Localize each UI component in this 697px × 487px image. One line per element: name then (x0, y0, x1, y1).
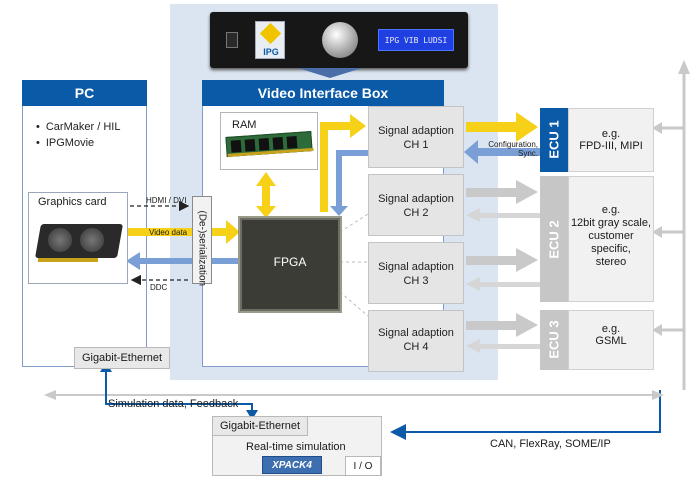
fpga-ch1-bar-v (320, 128, 328, 212)
graphics-card-label: Graphics card (38, 196, 107, 208)
io-label: I / O (345, 456, 381, 476)
ram-fpga-up (256, 172, 276, 186)
bus-ecu1-arrow (652, 122, 662, 134)
ch1-fpga-blue-h (336, 150, 370, 156)
ecu-3-bar (540, 310, 568, 370)
vib-device-image: IPG IPG VIB LUDSI (210, 12, 468, 68)
ch2-ecu2-arrow (516, 180, 538, 204)
channel-2-box (368, 174, 464, 236)
ecu1-ch1-blue (476, 148, 540, 156)
fpga-label: FPGA (273, 255, 307, 269)
deserialization-label: (De-)serialization (196, 210, 208, 287)
fpga-ch2-line (339, 213, 369, 233)
ecu2-ch3-bar (478, 282, 540, 287)
ch1-ecu1-bar (466, 122, 518, 132)
ecu3-ch4-bar (478, 344, 540, 349)
display-text: IPG VIB LUDSI (384, 36, 448, 45)
ecu-3-desc: e.g. GSML (595, 323, 627, 347)
ecu2-ch2-arrow (466, 208, 480, 222)
ecu-2-label: ECU 2 (546, 220, 562, 259)
ipg-logo-icon: IPG (255, 21, 285, 59)
brand-label: IPG (263, 47, 279, 57)
deserialization-box (192, 196, 212, 284)
fpga-chip (240, 218, 340, 311)
ch1-ecu1-arrow (516, 112, 538, 142)
sim-arrow-right (652, 390, 664, 400)
channel-1-label: Signal adaption CH 1 (378, 125, 454, 151)
can-bus-path (390, 390, 661, 440)
ch2-ecu2-bar (466, 188, 518, 197)
ecu2-ch3-arrow (466, 277, 480, 291)
ecu-1-label: ECU 1 (546, 120, 562, 159)
ch4-ecu3-bar (466, 321, 518, 330)
xpack4-logo: XPACK4 (262, 456, 322, 474)
ddc-bar-pc (140, 258, 192, 264)
ecu-1-bar (540, 108, 568, 172)
pc-item-ipgmovie: IPGMovie (36, 137, 94, 149)
fpga-ch4-line (339, 291, 369, 317)
realtime-label: Real-time simulation (246, 441, 346, 453)
video-bar-fpga (212, 228, 226, 236)
sim-feedback-label: Simulation data, Feedback (108, 398, 239, 410)
bus-ecu3-arrow (652, 324, 662, 336)
video-label: Video data (149, 228, 188, 237)
pc-ethernet: Gigabit-Ethernet (74, 347, 170, 369)
video-bar-pc (128, 228, 192, 236)
ch3-ecu2-bar (466, 256, 518, 265)
ecu-2-desc-box (568, 176, 654, 302)
ch1-fpga-blue-arrow (330, 206, 348, 216)
channel-2-label: Signal adaption CH 2 (378, 193, 454, 219)
graphics-card-icon (35, 218, 123, 266)
channel-4-label: Signal adaption CH 4 (378, 327, 454, 353)
device-display: IPG VIB LUDSI (378, 29, 454, 51)
fpga-ch1-arrow (350, 114, 366, 138)
video-arrow-fpga (226, 220, 240, 244)
ecu-2-bar (540, 176, 568, 302)
ch3-ecu2-arrow (516, 248, 538, 272)
bus-label: CAN, FlexRay, SOME/IP (490, 438, 611, 450)
pc-title: PC (22, 80, 147, 106)
ecu-1-desc-box (568, 108, 654, 172)
hdmi-label: HDMI / DVI (146, 196, 187, 205)
sim-arrow-left (44, 390, 56, 400)
config-label: Configuration, Sync. (488, 140, 538, 158)
channel-4-box (368, 310, 464, 372)
ecu-1-desc: e.g. FPD-III, MIPI (579, 128, 643, 152)
ddc-bar-fpga (212, 258, 238, 264)
channel-3-label: Signal adaption CH 3 (378, 261, 454, 287)
ram-fpga-down (256, 206, 276, 218)
ddc-label: DDC (150, 283, 168, 292)
device-arrow (298, 68, 362, 78)
right-bus-top-arrow (678, 60, 690, 74)
channel-3-box (368, 242, 464, 304)
ram-fpga-bar (262, 184, 270, 208)
rotary-knob-icon (322, 22, 358, 58)
realtime-ethernet: Gigabit-Ethernet (212, 416, 308, 436)
ch1-fpga-blue-v (336, 150, 342, 210)
ecu2-ch2-bar (478, 213, 540, 218)
ecu-3-label: ECU 3 (546, 320, 562, 359)
vib-title: Video Interface Box (202, 80, 444, 106)
fpga-ch1-bar-h (320, 122, 356, 130)
channel-1-box (368, 106, 464, 168)
ethernet-link-arrow-down (246, 410, 258, 420)
pc-item-carmaker: CarMaker / HIL (36, 121, 121, 133)
ch4-ecu3-arrow (516, 313, 538, 337)
bus-ecu2-arrow (652, 226, 662, 238)
ecu3-ch4-arrow (466, 339, 480, 353)
ecu-3-desc-box (568, 310, 654, 370)
ecu-2-desc: e.g. 12bit gray scale, customer specific… (570, 204, 652, 268)
ddc-arrow-pc (126, 252, 140, 270)
ecu1-ch1-blue-arrow (464, 140, 478, 164)
ram-label: RAM (232, 119, 257, 131)
power-switch-icon (226, 32, 238, 48)
